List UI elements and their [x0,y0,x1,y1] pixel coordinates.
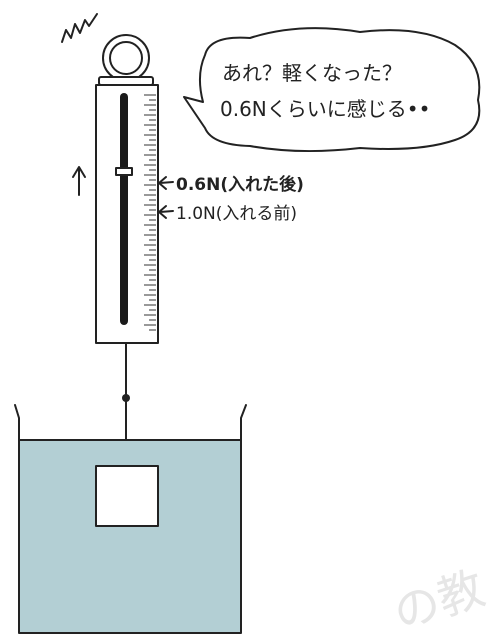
submerged-block [95,465,159,527]
pointer-after-icon [158,176,174,190]
speech-line-1: あれ？軽くなった？ [222,61,402,85]
speech-bubble [183,27,481,153]
speech-line-2: 0.6Nくらいに感じる•• [220,97,430,121]
label-before: 1.0N(入れる前) [176,204,297,224]
pointer-before-icon [158,205,174,219]
label-after: 0.6N(入れた後) [176,174,304,195]
hook-knot [122,394,130,402]
watermark: の教 [387,561,489,637]
beaker [14,404,247,634]
up-arrow-icon [72,166,86,196]
scale-cap [98,76,154,86]
scale-ring [102,34,150,82]
surprise-mark [61,13,98,43]
scale-slot [120,93,128,325]
scale-ticks [144,94,156,331]
scale-indicator [115,167,133,176]
